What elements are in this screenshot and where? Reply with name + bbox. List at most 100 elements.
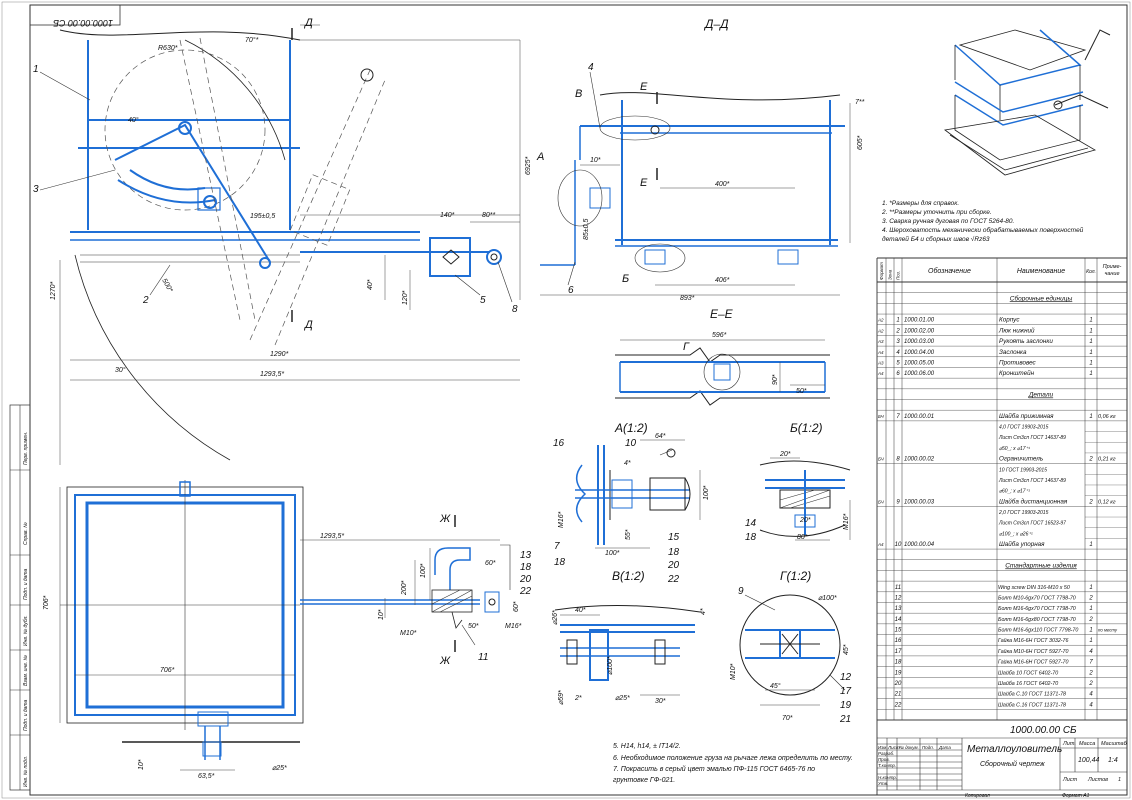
- spec-standard-3-pos: 14: [895, 617, 902, 623]
- a-callout-7: 7: [554, 541, 560, 552]
- front-view: [39, 24, 521, 465]
- view-ee-mark-g: Г: [683, 341, 690, 353]
- spec-detail-0-note: 0,06 кг: [1098, 414, 1116, 420]
- plan-callout-22: 22: [519, 586, 532, 597]
- title-mass-label: Масса: [1079, 741, 1095, 747]
- title-scale-label: Масштаб: [1101, 741, 1128, 747]
- dd-callout-4: 4: [588, 62, 594, 73]
- b-dim-m16: M16*: [843, 513, 850, 530]
- a-callout-16: 16: [553, 438, 565, 449]
- a-callout-15: 15: [668, 532, 680, 543]
- plan-dim-706-bottom: 706*: [160, 667, 175, 674]
- spec-detail-1-note: 0,21 кг: [1098, 457, 1116, 463]
- dim-500: 500*: [160, 278, 173, 294]
- spec-assembly-4-name: Противовес: [999, 359, 1037, 366]
- spec-standard-10-name: Шайба С.10 ГОСТ 11371-78: [998, 691, 1066, 698]
- spec-detail-3-pos: 10: [895, 542, 902, 548]
- side-stamp-6: Подп. и дата: [23, 699, 29, 731]
- callout-5: 5: [480, 295, 486, 306]
- spec-assembly-4-fmt: А3: [877, 360, 884, 365]
- spec-standard-5-pos: 16: [895, 638, 902, 644]
- dd-dim-7: 7**: [855, 99, 865, 106]
- spec-standard-11-name: Шайба С.16 ГОСТ 11371-78: [998, 701, 1066, 708]
- spec-assembly-3-code: 1000.04.00: [904, 350, 935, 356]
- title-sheets: 1: [1118, 777, 1121, 783]
- spec-detail-0-qty: 1: [1089, 414, 1092, 420]
- title-lit-label: Лит.: [1062, 741, 1076, 747]
- plan-callout-13: 13: [520, 550, 532, 561]
- title-role-date: Дата: [938, 745, 951, 750]
- section-mark-d-bottom: Д: [303, 319, 313, 331]
- g-dim-70: 70*: [782, 715, 793, 722]
- spec-detail-1-mat-0: 10 ГОСТ 19903-2015: [999, 467, 1047, 473]
- section-mark-d-top: Д: [303, 17, 313, 29]
- spec-header-0: Формат: [879, 262, 884, 280]
- spec-standard-1-pos: 12: [895, 595, 902, 601]
- spec-assembly-4-pos: 5: [896, 360, 900, 366]
- plan-dim-10: 10*: [378, 609, 385, 620]
- spec-standard-8-qty: 2: [1088, 670, 1093, 676]
- isometric-view: [944, 29, 1111, 176]
- spec-assembly-3-name: Заслонка: [999, 349, 1027, 356]
- spec-header-3: Обозначение: [928, 267, 971, 275]
- plan-callout-11: 11: [478, 652, 488, 663]
- spec-standard-2-name: Болт М16-6gх70 ГОСТ 7798-70: [998, 606, 1076, 612]
- spec-standard-8-name: Шайба 10 ГОСТ 6402-70: [998, 669, 1058, 676]
- spec-detail-3-qty: 1: [1089, 542, 1092, 548]
- section-dd: [540, 71, 851, 296]
- title-block: [876, 719, 1128, 796]
- spec-assembly-1-fmt: А2: [877, 328, 884, 333]
- spec-header-5: Кол.: [1086, 269, 1096, 275]
- spec-section-assemblies: Сборочные единицы: [1010, 294, 1073, 302]
- spec-detail-0-code: 1000.00.01: [904, 414, 934, 420]
- spec-standard-11-qty: 4: [1089, 702, 1093, 708]
- plan-callout-20: 20: [519, 574, 532, 585]
- spec-assembly-5-name: Кронштейн: [999, 369, 1035, 377]
- title-copied: Копировал: [965, 793, 990, 799]
- side-stamp-5: Взам. инв. №: [23, 654, 29, 686]
- spec-detail-0-fmt: БЧ: [878, 414, 885, 419]
- title-role-doc: № докум.: [899, 745, 919, 750]
- plan-dim-706-side: 706*: [43, 595, 50, 610]
- spec-header-1: Зона: [888, 269, 893, 280]
- spec-detail-3-code: 1000.00.04: [904, 542, 935, 548]
- spec-assembly-2-code: 1000.03.00: [904, 339, 935, 345]
- g-callout-19: 19: [840, 700, 852, 711]
- dd-dim-10: 10*: [590, 157, 601, 164]
- dim-a30: 30°: [115, 366, 126, 374]
- dd-mark-e-top: Е: [640, 81, 648, 93]
- plan-dim-50: 50*: [468, 623, 479, 630]
- spec-section-standard: Стандартные изделия: [1005, 561, 1077, 569]
- spec-standard-1-qty: 2: [1088, 595, 1093, 601]
- a-dim-m16: M16*: [558, 511, 565, 528]
- dim-6925: 6925*: [525, 156, 532, 175]
- spec-detail-2-fmt: БЧ: [878, 499, 885, 504]
- dim-140: 140*: [440, 212, 455, 219]
- dim-195: 195±0,5: [250, 213, 275, 220]
- dim-r630: R630*: [158, 45, 178, 52]
- plan-view: [59, 480, 511, 771]
- spec-assembly-2-pos: 3: [896, 339, 900, 345]
- title-subtitle: Сборочный чертеж: [980, 760, 1046, 768]
- title-name: Металлоуловитель: [967, 744, 1062, 755]
- spec-assembly-0-fmt: А2: [877, 318, 884, 323]
- title-format: Формат А1: [1062, 793, 1090, 799]
- spec-standard-4-qty: 1: [1089, 628, 1092, 634]
- spec-assembly-5-qty: 1: [1089, 371, 1092, 377]
- title-role-sign: Подп.: [922, 745, 934, 750]
- title-person-dev: Разраб.: [878, 751, 894, 756]
- dd-dim-893: 893*: [680, 295, 695, 302]
- v-dim-40: 40*: [575, 607, 586, 614]
- a-callout-22: 22: [667, 574, 680, 585]
- spec-detail-1-code: 1000.00.02: [904, 457, 935, 463]
- spec-detail-3-name: Шайба упорная: [999, 540, 1045, 548]
- note-6: 6. Необходимое положение груза на рычаге…: [613, 754, 853, 762]
- a-callout-10: 10: [625, 438, 637, 449]
- title-sheets-label: Листов: [1087, 777, 1108, 783]
- side-stamp-4: Инв. № дубл.: [23, 615, 29, 646]
- detail-a: [575, 439, 701, 549]
- spec-standard-7-qty: 7: [1089, 660, 1093, 666]
- spec-assembly-3-pos: 4: [896, 350, 900, 356]
- g-callout-21: 21: [839, 714, 851, 725]
